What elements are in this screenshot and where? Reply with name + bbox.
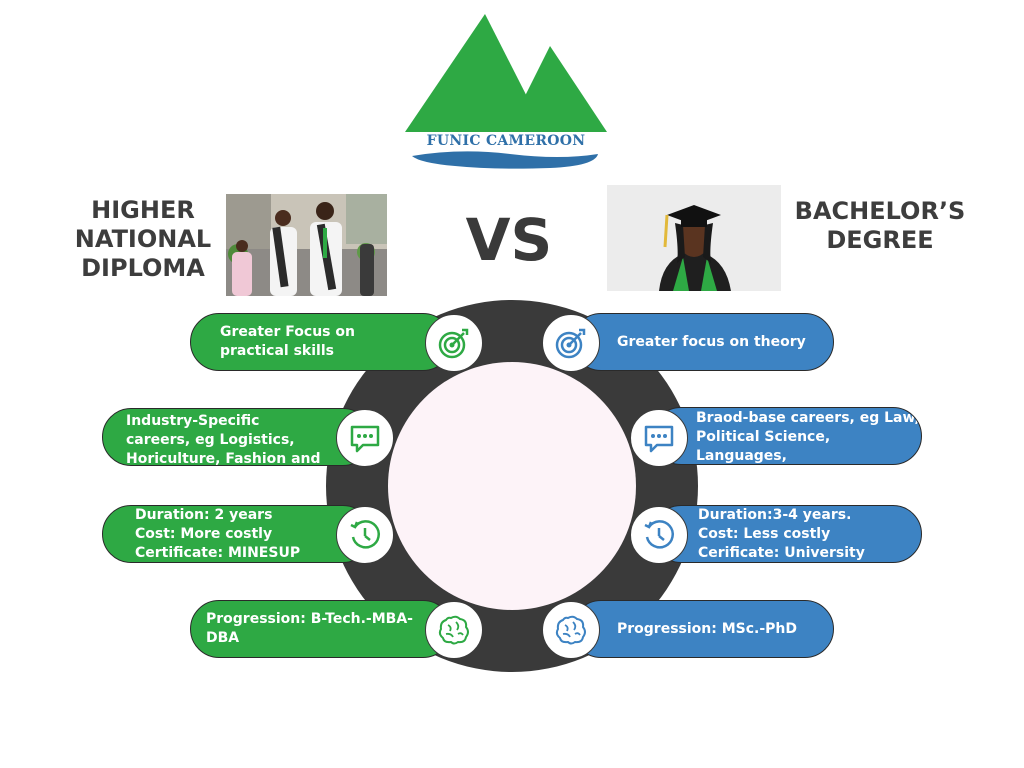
- bachelors-careers-item: Braod-base careers, eg Law, Political Sc…: [652, 407, 922, 465]
- brain-icon: [425, 601, 483, 659]
- bachelors-duration-text: Duration:3-4 years. Cost: Less costly Ce…: [698, 506, 865, 561]
- hnd-careers-item: Industry-Specific careers, eg Logistics,…: [102, 408, 372, 466]
- vs-label: VS: [465, 206, 553, 274]
- logo-text: FUNIC CAMEROON: [426, 133, 586, 149]
- target-icon: [542, 314, 600, 372]
- chat-icon: [630, 409, 688, 467]
- hnd-duration-item: Duration: 2 years Cost: More costly Cert…: [102, 505, 372, 563]
- hnd-title: HIGHER NATIONAL DIPLOMA: [58, 196, 228, 283]
- hnd-focus-text: Greater Focus on practical skills: [220, 324, 355, 359]
- bachelors-title: BACHELOR’S DEGREE: [790, 197, 970, 255]
- chat-icon: [336, 409, 394, 467]
- hnd-careers-text: Industry-Specific careers, eg Logistics,…: [126, 413, 321, 466]
- hnd-progression-item: Progression: B-Tech.-MBA- DBA: [190, 600, 452, 658]
- clock-icon: [336, 506, 394, 564]
- bachelors-progression-text: Progression: MSc.-PhD: [617, 620, 798, 637]
- hnd-title-line: NATIONAL: [74, 225, 212, 253]
- target-icon: [425, 314, 483, 372]
- bachelors-duration-item: Duration:3-4 years. Cost: Less costly Ce…: [652, 505, 922, 563]
- bachelors-graduate-photo: [607, 185, 781, 291]
- center-circle: [388, 362, 636, 610]
- bachelors-focus-item: Greater focus on theory: [572, 313, 834, 371]
- hnd-duration-text: Duration: 2 years Cost: More costly Cert…: [135, 506, 301, 561]
- bachelors-title-line: DEGREE: [826, 226, 934, 254]
- bachelors-careers-text: Braod-base careers, eg Law, Political Sc…: [696, 410, 920, 464]
- brain-icon: [542, 601, 600, 659]
- bachelors-focus-text: Greater focus on theory: [617, 333, 806, 350]
- funic-logo: [405, 14, 607, 169]
- hnd-title-line: HIGHER: [91, 196, 195, 224]
- bachelors-title-line: BACHELOR’S: [794, 197, 966, 225]
- bachelors-progression-item: Progression: MSc.-PhD: [572, 600, 834, 658]
- hnd-focus-item: Greater Focus on practical skills: [190, 313, 452, 371]
- hnd-title-line: DIPLOMA: [81, 254, 205, 282]
- hnd-progression-text: Progression: B-Tech.-MBA- DBA: [206, 611, 413, 646]
- clock-icon: [630, 506, 688, 564]
- hnd-graduates-photo: [226, 194, 387, 296]
